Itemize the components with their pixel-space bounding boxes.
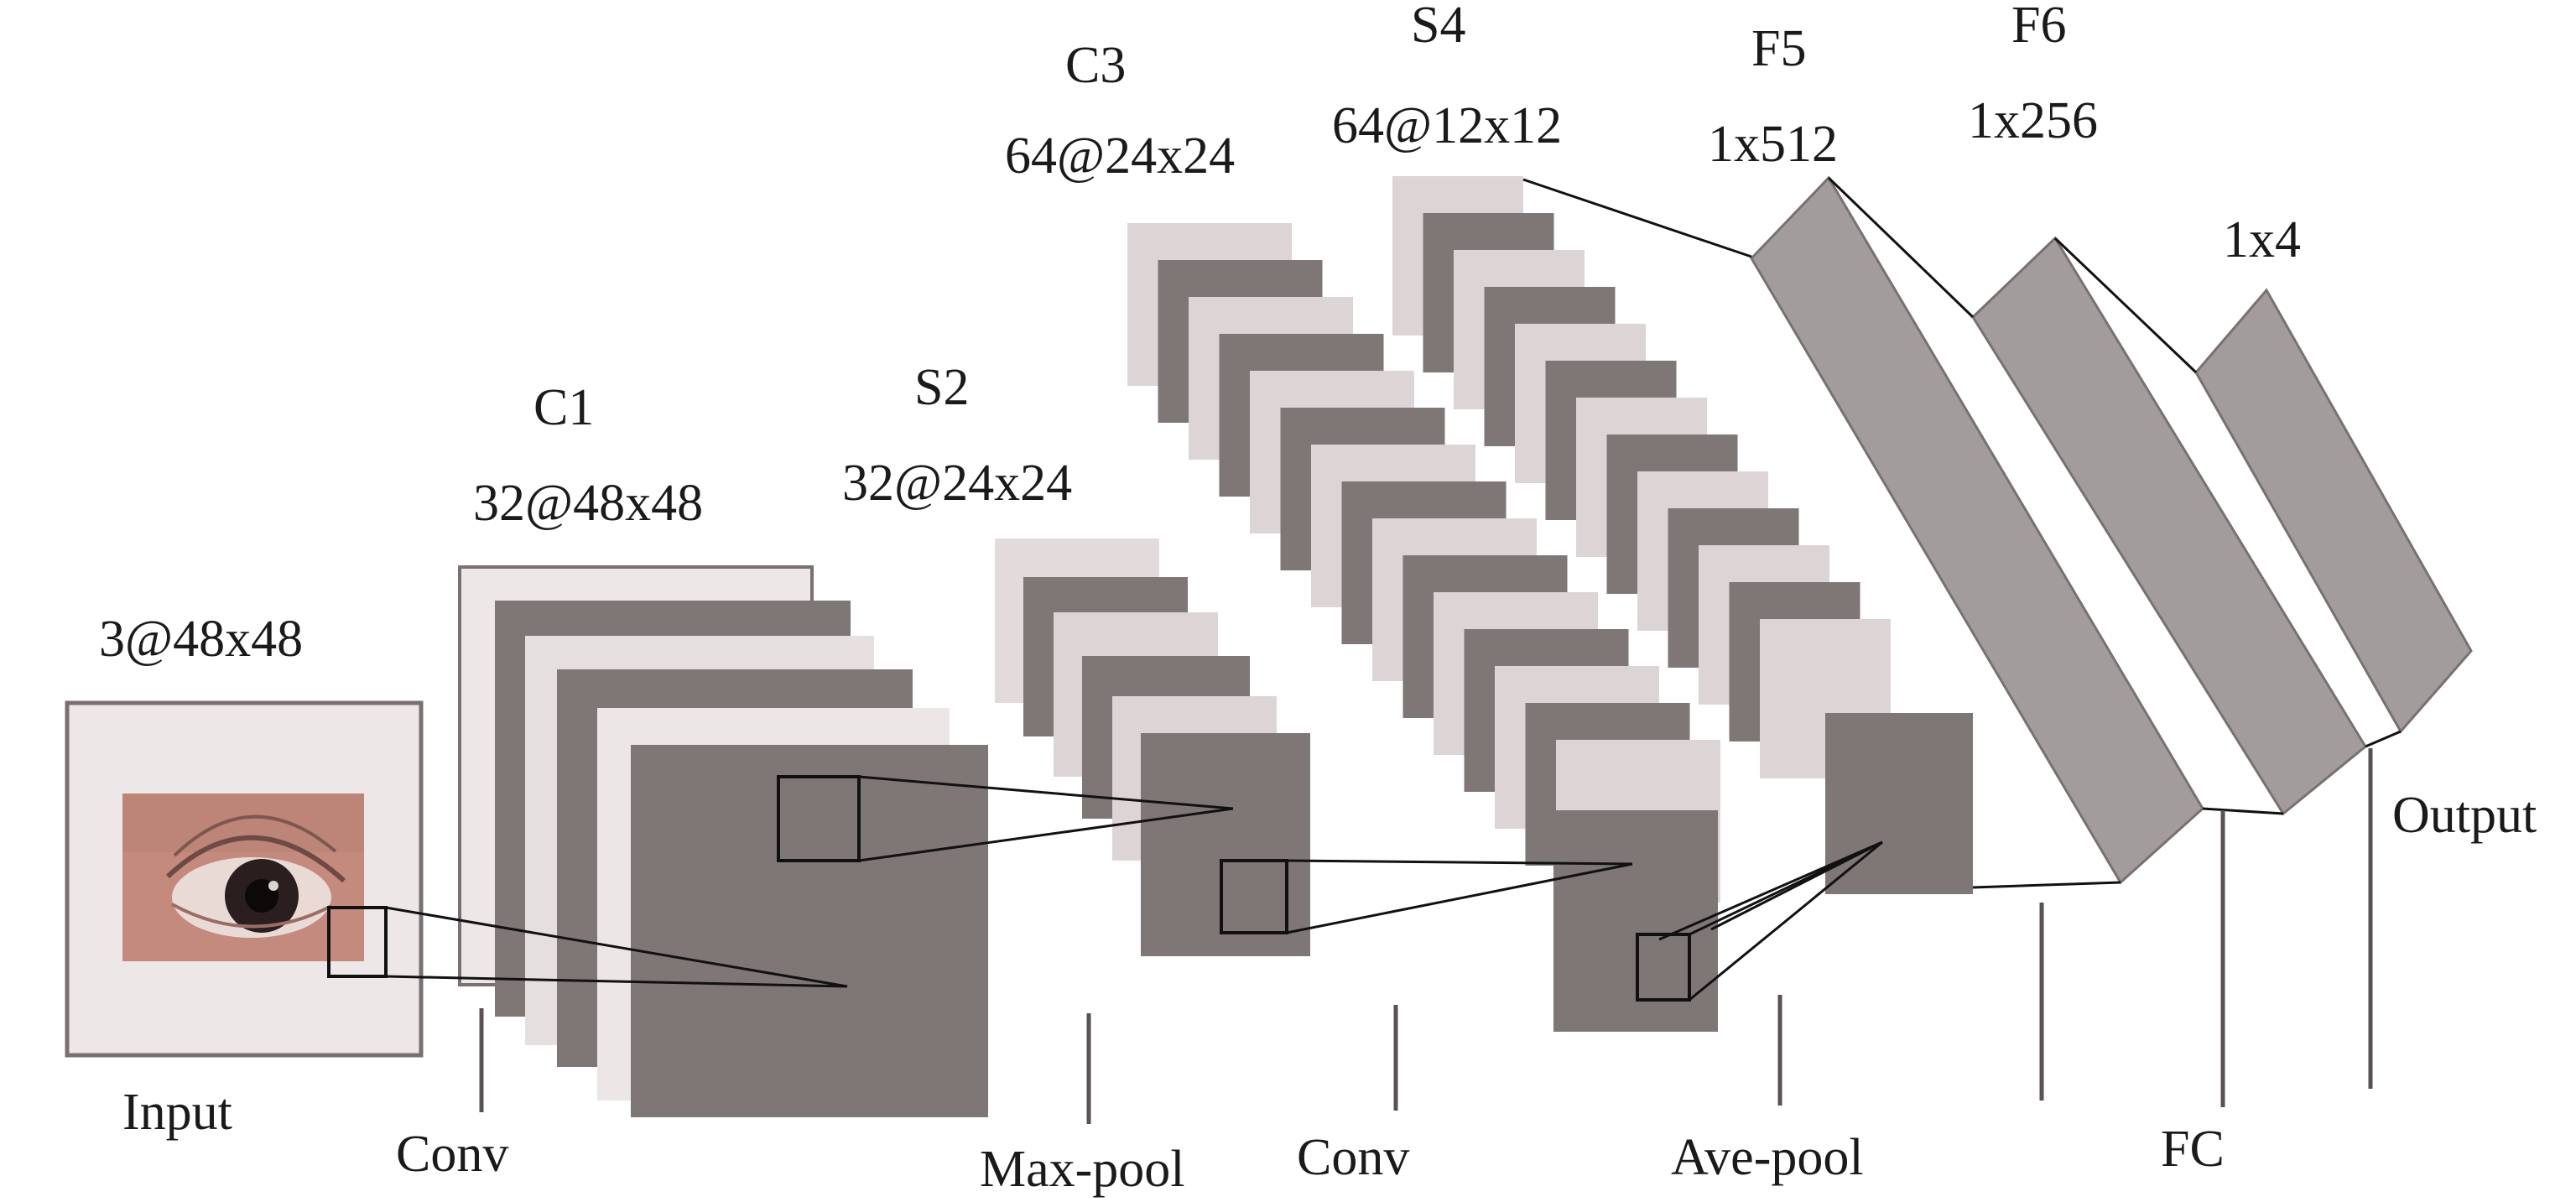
eye-image (122, 794, 364, 961)
c3-front-group (1553, 810, 1718, 1032)
labels: 3@48x48 Input C1 32@48x48 S2 32@24x24 C3… (99, 0, 2537, 1198)
output-block (2194, 288, 2473, 734)
input-receptive-field (327, 906, 388, 978)
input-dims-label: 3@48x48 (99, 611, 303, 668)
input-label: Input (122, 1084, 232, 1141)
input-layer (65, 700, 424, 1058)
s4-front-group (1825, 713, 1973, 894)
s2-front-map (1141, 733, 1310, 956)
c1-label: C1 (533, 379, 594, 436)
connection-lines (385, 176, 2402, 1002)
s4-front-map (1825, 713, 1973, 894)
f6-label: F6 (2011, 0, 2066, 54)
maxpool-label: Max-pool (980, 1141, 1185, 1198)
output-dims-label: 1x4 (2223, 211, 2301, 268)
s4-label: S4 (1411, 0, 1465, 54)
c3-receptive-field (1636, 933, 1691, 1002)
s2-dims-label: 32@24x24 (842, 455, 1072, 512)
s2-label: S2 (914, 359, 969, 416)
c3-feature-maps (1127, 223, 1720, 903)
s4-dims-label: 64@12x12 (1332, 97, 1562, 154)
operation-ticks (479, 748, 2373, 1124)
c1-front-map (631, 745, 988, 1117)
fc-label: FC (2161, 1121, 2225, 1178)
c1-dims-label: 32@48x48 (473, 475, 703, 532)
avepool-label: Ave-pool (1671, 1129, 1864, 1186)
conv2-label: Conv (1297, 1129, 1409, 1186)
s2-receptive-field (1220, 859, 1288, 934)
c3-label: C3 (1065, 37, 1126, 94)
f5-dims-label: 1x512 (1708, 116, 1838, 173)
c1-feature-maps (458, 565, 988, 1117)
s2-feature-maps (995, 539, 1310, 956)
f5-label: F5 (1751, 20, 1806, 77)
c3-dims-label: 64@24x24 (1005, 127, 1235, 185)
conv1-label: Conv (396, 1126, 508, 1183)
output-label: Output (2392, 787, 2537, 844)
c1-receptive-field (777, 775, 861, 862)
f6-dims-label: 1x256 (1968, 92, 2098, 149)
